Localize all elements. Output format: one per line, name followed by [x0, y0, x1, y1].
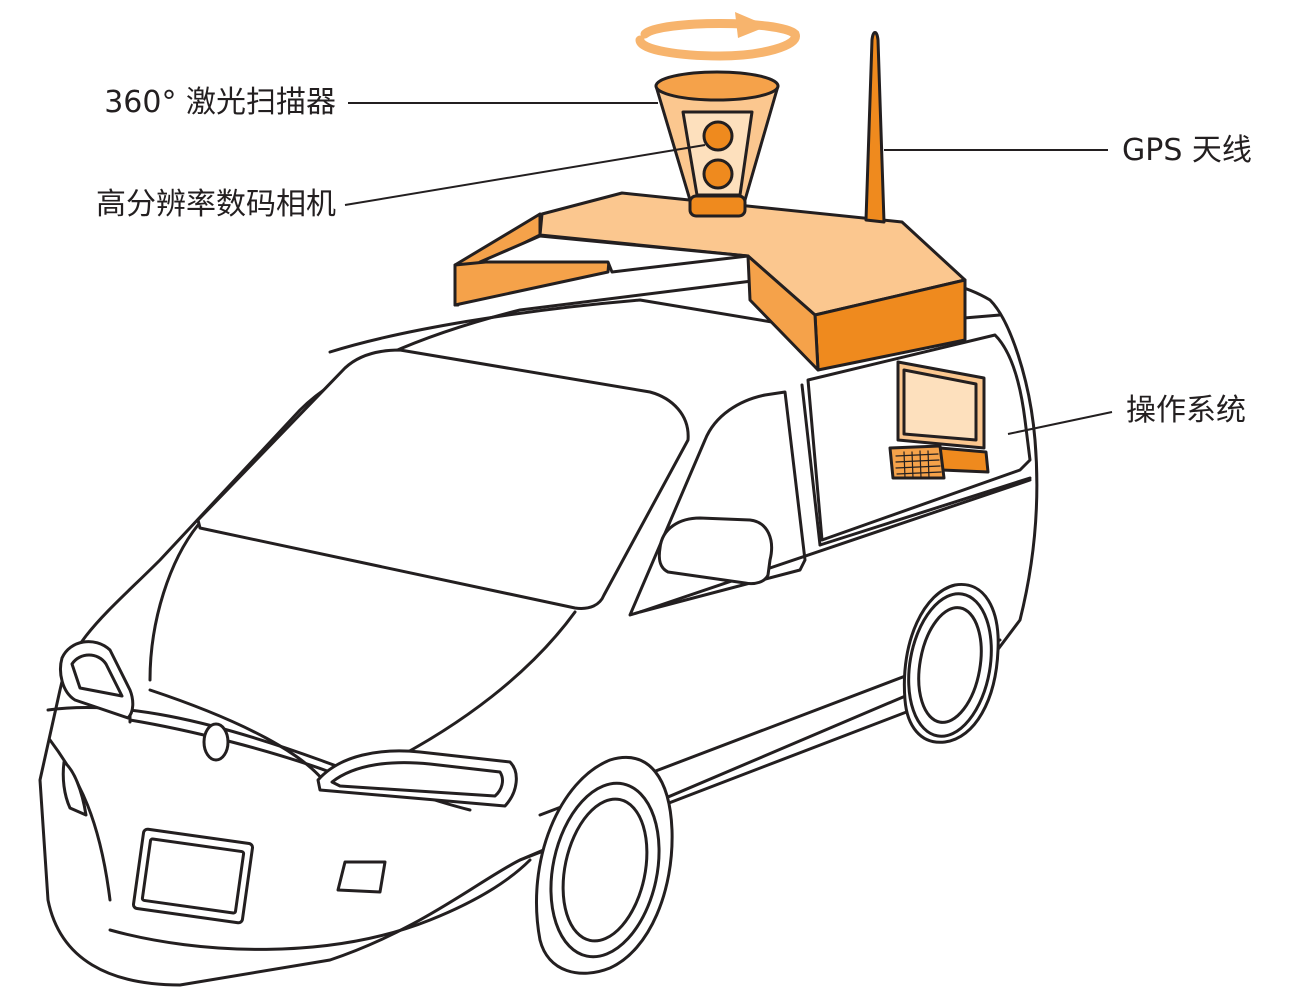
rotation-arrow-icon	[635, 12, 800, 61]
computer	[888, 360, 990, 480]
front-wheel	[535, 756, 674, 975]
rear-wheel	[902, 582, 1000, 744]
laser-scanner-label: 360° 激光扫描器	[104, 85, 336, 120]
operating-system-label: 操作系统	[1126, 393, 1246, 428]
roof-rack	[453, 191, 967, 372]
leader-os	[1007, 411, 1113, 435]
car-body	[38, 272, 1039, 987]
camera-label: 高分辨率数码相机	[96, 187, 336, 222]
gps-antenna	[864, 31, 886, 224]
leader-lines	[344, 102, 1113, 435]
gps-antenna-label: GPS 天线	[1122, 133, 1252, 168]
camera	[702, 120, 734, 190]
leader-camera	[344, 144, 706, 206]
